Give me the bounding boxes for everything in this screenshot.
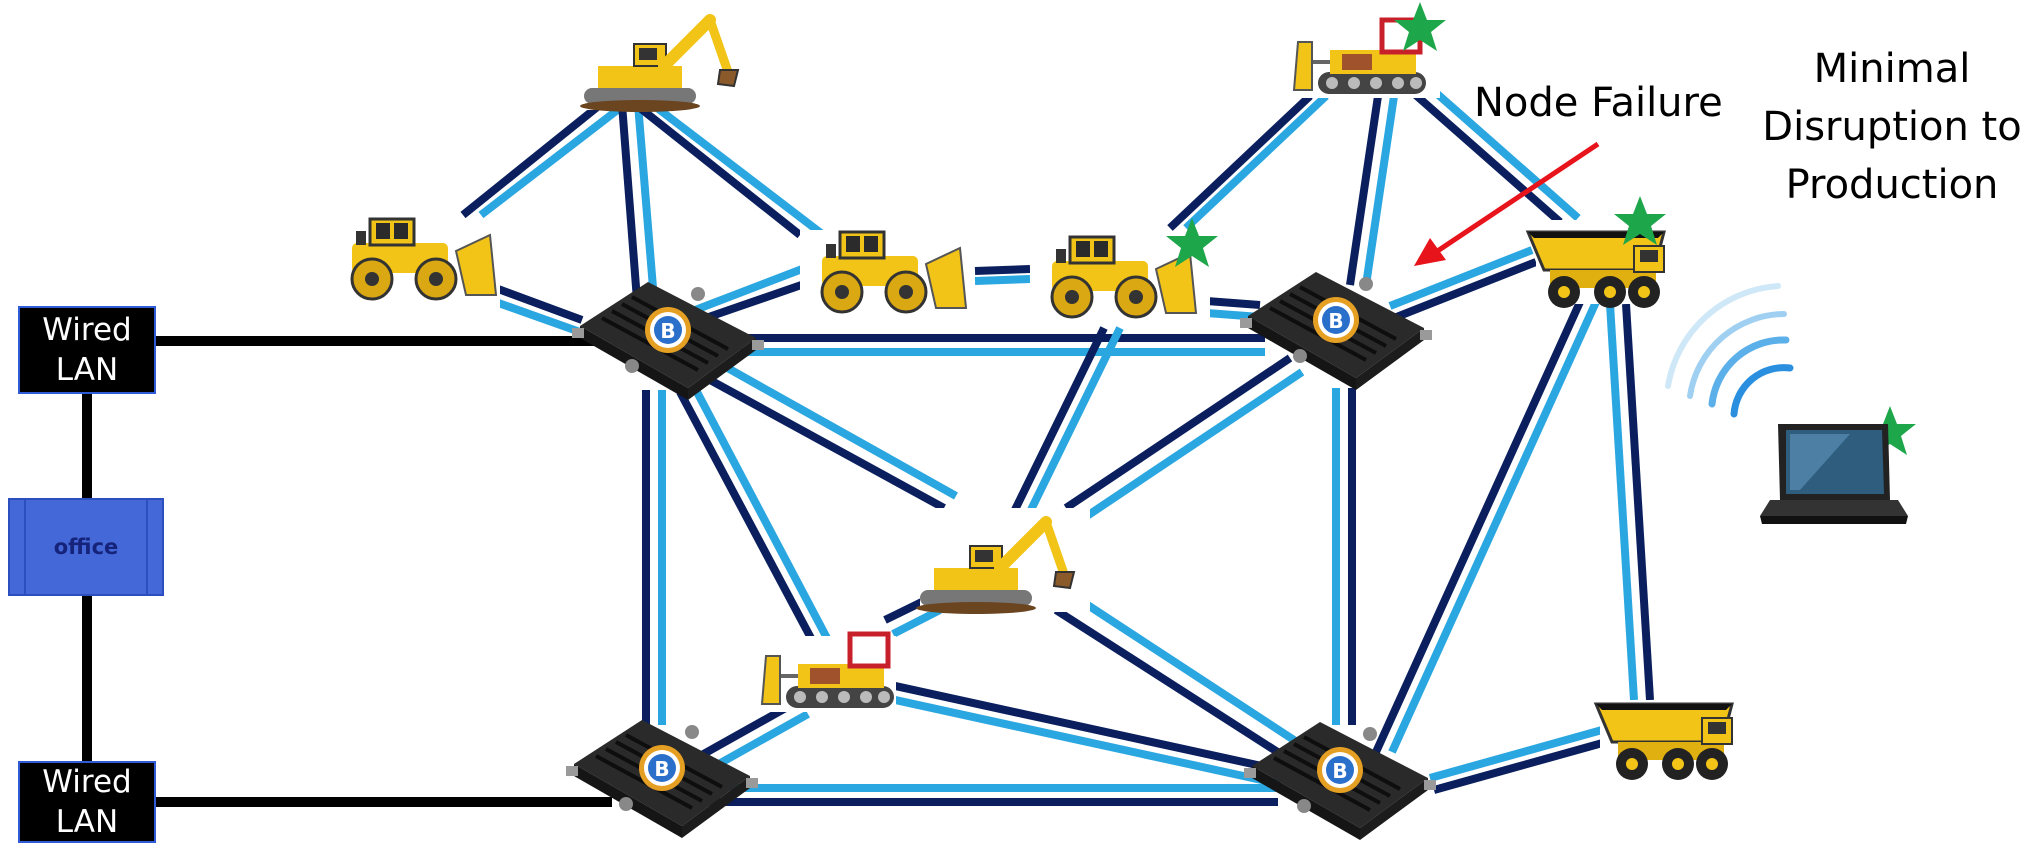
mesh-router-1: B	[570, 280, 766, 402]
wifi-signal-icon	[1665, 283, 1794, 418]
node-failure-label: Node Failure	[1474, 80, 1723, 126]
mesh-router-2: B	[1238, 270, 1434, 392]
router-badge-label: B	[1328, 309, 1343, 333]
arrow-icon	[1414, 141, 1600, 266]
wired-lan-box-top: Wired LAN	[18, 306, 156, 394]
mesh-router-4: B	[1242, 720, 1438, 842]
wired-lan-label: Wired LAN	[42, 312, 132, 388]
laptop-icon	[1760, 424, 1908, 524]
office-label: office	[53, 535, 119, 559]
wireless-links	[460, 80, 1654, 806]
wired-lan-box-bottom: Wired LAN	[18, 761, 156, 843]
router-badge-label: B	[654, 757, 669, 781]
router-badge-label: B	[660, 319, 675, 343]
mesh-router-3: B	[564, 718, 760, 840]
office-box: office	[8, 498, 164, 596]
router-badge-label: B	[1332, 759, 1347, 783]
wired-links	[82, 336, 612, 807]
minimal-disruption-label: Minimal Disruption to Production	[1762, 46, 2022, 208]
wired-lan-label: Wired LAN	[42, 764, 132, 840]
